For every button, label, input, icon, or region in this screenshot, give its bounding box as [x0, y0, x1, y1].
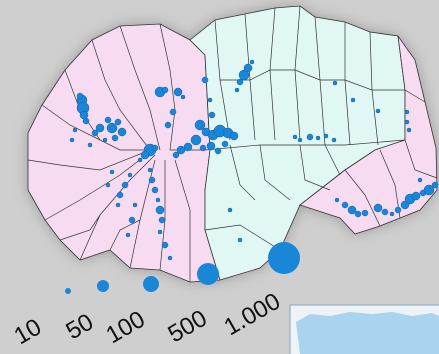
map-dot [148, 176, 156, 184]
map-dot [125, 232, 131, 238]
map-dot [297, 137, 303, 143]
map-dot [237, 237, 243, 243]
map-dot [331, 137, 337, 143]
map-dot [208, 111, 216, 119]
map-dot [389, 211, 395, 217]
map-dot [114, 118, 122, 126]
map-dot [417, 177, 423, 183]
map-dot [176, 145, 186, 155]
map-dot [350, 97, 356, 103]
map-dot [334, 197, 340, 203]
map-dot [155, 197, 161, 203]
map-dot [161, 86, 169, 94]
map-dot [341, 201, 349, 209]
legend-circle-10 [65, 288, 71, 294]
map-dot [76, 92, 84, 100]
map-dot [236, 78, 244, 86]
map-dot [180, 94, 186, 100]
map-dot [404, 119, 410, 125]
map-dot [375, 108, 381, 114]
map-dot [127, 172, 133, 178]
map-dot [95, 123, 105, 133]
map-dot [87, 142, 93, 148]
map-dot [315, 135, 321, 141]
map-dot [132, 202, 138, 208]
map-dot [121, 181, 129, 189]
map-dot [354, 210, 362, 218]
map-dot [91, 129, 99, 137]
map-dot [151, 186, 159, 194]
map-dot [332, 80, 338, 86]
map-dot [161, 241, 169, 249]
map-dot [347, 205, 357, 215]
map-dot [411, 191, 421, 201]
map-dot [243, 63, 253, 73]
map-dot [157, 229, 163, 235]
map-dot [323, 133, 329, 139]
map-dot [128, 216, 136, 224]
map-dot [172, 151, 180, 159]
map-dot [173, 87, 183, 97]
map-dot [406, 127, 412, 133]
map-dot [104, 116, 112, 124]
map-dot [227, 207, 233, 213]
map-dot [373, 203, 383, 213]
map-dot [137, 157, 143, 163]
distribution-dots [69, 59, 439, 261]
map-dot [164, 121, 172, 129]
map-dot [404, 109, 410, 115]
map-dot [117, 127, 127, 137]
map-dot [72, 127, 78, 133]
legend-circle-500 [197, 263, 219, 285]
map-dot [214, 147, 222, 155]
municipality-borders [27, 5, 438, 282]
map-dot [206, 141, 216, 151]
map-dot [158, 216, 166, 224]
map-dot [361, 209, 369, 217]
map-dot [229, 131, 239, 141]
map-dot [194, 119, 206, 131]
map-dot [147, 167, 153, 173]
map-dot [199, 144, 207, 152]
map-dot [69, 137, 75, 143]
map-dot [394, 206, 402, 214]
map-dot [109, 169, 115, 175]
map-dot [423, 184, 435, 196]
legend-circle-100 [143, 276, 159, 292]
inset-map-land [296, 312, 439, 354]
map-dot [221, 140, 229, 148]
map-dot [111, 134, 119, 142]
map-dot [151, 144, 159, 152]
map-dot [105, 182, 111, 188]
map-dot [238, 69, 250, 81]
map-dot [167, 255, 173, 261]
map-dot [140, 150, 150, 160]
map-dot [292, 134, 298, 140]
map-dot [115, 202, 121, 208]
map-dot [249, 59, 255, 65]
legend-circle-1000 [268, 242, 300, 274]
map-dot [431, 181, 439, 189]
map-dot [234, 87, 240, 93]
region-east [299, 35, 438, 235]
map-dot [207, 97, 213, 103]
map-dot [82, 117, 90, 125]
map-dot [190, 134, 202, 146]
map-dot [116, 191, 124, 199]
map-dot [381, 208, 389, 216]
map-dot [169, 108, 177, 116]
map-dot [306, 133, 314, 141]
map-dot [106, 122, 118, 134]
map-dot [155, 205, 165, 215]
map-dot [201, 76, 209, 84]
map-dot [102, 137, 108, 143]
legend-circle-50 [97, 280, 109, 292]
map-dot [79, 110, 89, 120]
